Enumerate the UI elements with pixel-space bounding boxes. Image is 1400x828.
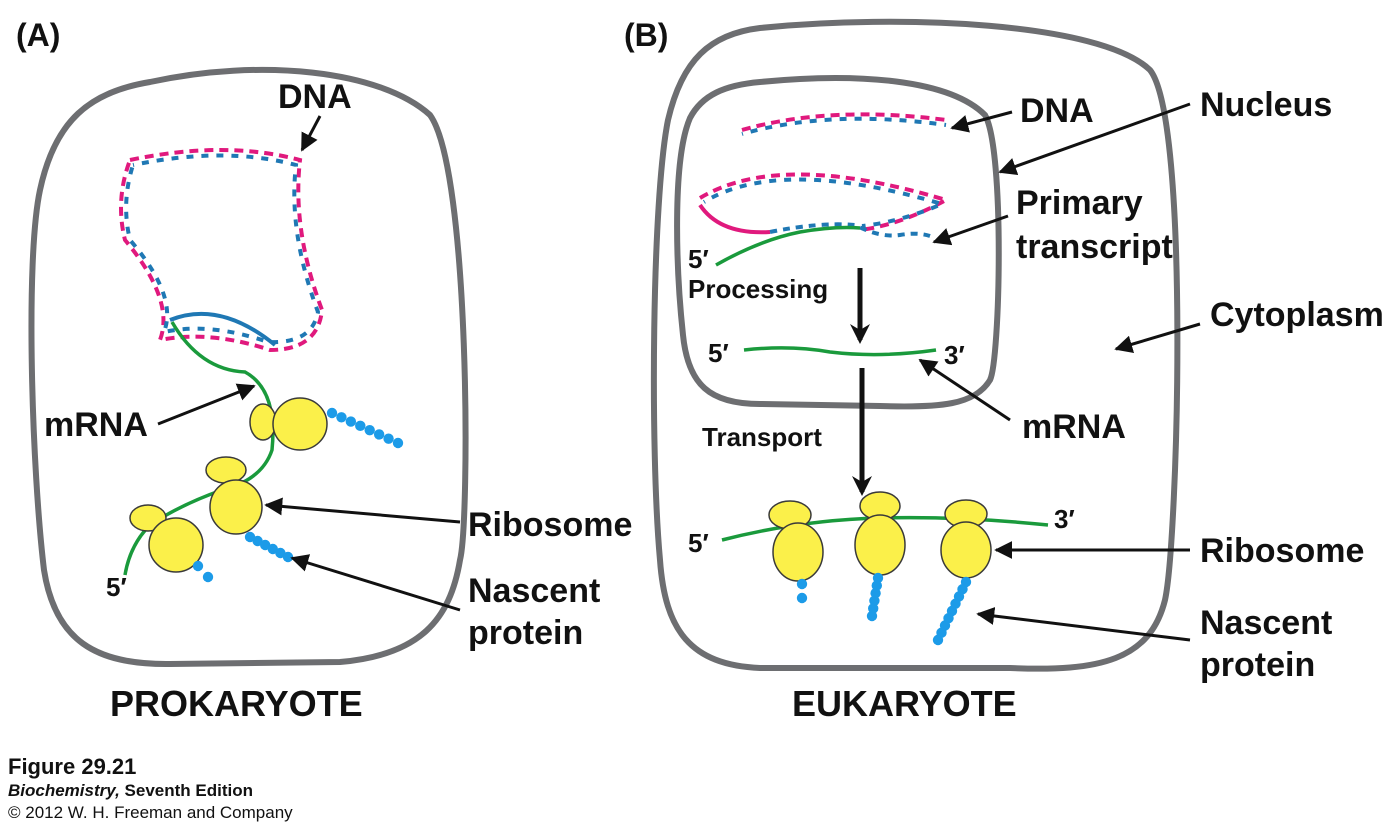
eukaryote-nascent-label-1: Nascent bbox=[1200, 604, 1332, 642]
book-citation: Biochemistry, Seventh Edition bbox=[8, 781, 253, 800]
prokaryote-ribosome-1 bbox=[249, 397, 328, 451]
prokaryote-ribosome-arrow bbox=[264, 497, 461, 524]
eukaryote-ribosome-1 bbox=[768, 500, 824, 582]
prokaryote-title: PROKARYOTE bbox=[110, 683, 363, 724]
amino-acid-bead bbox=[392, 437, 404, 449]
eukaryote-cell-membrane bbox=[650, 18, 1181, 672]
eukaryote-dna-upper-strand-b bbox=[741, 116, 947, 136]
primary-transcript-five-prime: 5′ bbox=[688, 244, 709, 274]
figure-number: Figure 29.21 bbox=[8, 754, 136, 779]
prokaryote-dna-strand-b bbox=[124, 153, 321, 345]
amino-acid-bead bbox=[373, 429, 385, 440]
eukaryote-nascent-protein-2 bbox=[866, 572, 884, 622]
primary-transcript-label-2: transcript bbox=[1016, 228, 1173, 266]
prokaryote-nascent-protein-2 bbox=[244, 531, 294, 563]
nucleus-membrane bbox=[674, 75, 1002, 410]
amino-acid-bead bbox=[202, 571, 214, 583]
prokaryote-five-prime-label: 5′ bbox=[106, 572, 127, 602]
figure-caption: Figure 29.21 Biochemistry, Seventh Editi… bbox=[8, 754, 293, 822]
prokaryote-ribosome-label: Ribosome bbox=[468, 506, 632, 544]
eukaryote-ribosome-3 bbox=[940, 499, 992, 579]
panel-a-letter: (A) bbox=[16, 17, 60, 53]
primary-transcript-arrow bbox=[932, 214, 1009, 246]
panel-b-letter: (B) bbox=[624, 17, 668, 53]
nucleus-label: Nucleus bbox=[1200, 86, 1332, 124]
eukaryote-nascent-arrow bbox=[976, 607, 1191, 642]
amino-acid-bead bbox=[336, 412, 347, 423]
amino-acid-bead bbox=[326, 407, 338, 419]
eukaryote-dna-arrow bbox=[950, 110, 1013, 133]
eukaryote-dna-mid-strand-a bbox=[698, 172, 952, 232]
eukaryote-nascent-protein-3 bbox=[932, 576, 972, 646]
prokaryote-dna-strand-a bbox=[119, 148, 325, 353]
cytoplasm-mrna-five-prime: 5′ bbox=[688, 528, 709, 558]
amino-acid-bead bbox=[796, 578, 808, 590]
prokaryote-nascent-label-1: Nascent bbox=[468, 572, 600, 610]
nuclear-mrna-three-prime: 3′ bbox=[944, 340, 965, 370]
prokaryote-mrna-label: mRNA bbox=[44, 406, 148, 444]
eukaryote-nascent-protein-1 bbox=[796, 578, 808, 604]
eukaryote-title: EUKARYOTE bbox=[792, 683, 1017, 724]
cytoplasm-mrna-three-prime: 3′ bbox=[1054, 504, 1075, 534]
prokaryote-nascent-label-2: protein bbox=[468, 614, 583, 652]
eukaryote-mrna-label: mRNA bbox=[1022, 408, 1126, 446]
eukaryote-dna-upper-strand-a bbox=[741, 112, 947, 132]
amino-acid-bead bbox=[192, 560, 204, 572]
eukaryote-mrna-arrow bbox=[918, 358, 1011, 422]
prokaryote-dna-label: DNA bbox=[278, 78, 352, 116]
cytoplasm-label: Cytoplasm bbox=[1210, 296, 1384, 334]
amino-acid-bead bbox=[345, 416, 357, 427]
primary-transcript-label-1: Primary bbox=[1016, 184, 1143, 222]
nuclear-mrna-strand bbox=[743, 346, 937, 357]
prokaryote-cell-membrane bbox=[28, 66, 469, 668]
panel-prokaryote: (A) DNA mRNA Ribosome bbox=[16, 17, 632, 724]
eukaryote-dna-mid-strand-b bbox=[702, 177, 948, 228]
eukaryote-dna-label: DNA bbox=[1020, 92, 1094, 130]
processing-label: Processing bbox=[688, 274, 828, 304]
prokaryote-mrna-arrow bbox=[157, 383, 256, 426]
prokaryote-ribosome-2 bbox=[205, 456, 263, 535]
transport-label: Transport bbox=[702, 422, 822, 452]
eukaryote-ribosome-2 bbox=[854, 491, 906, 576]
copyright-line: © 2012 W. H. Freeman and Company bbox=[8, 803, 293, 822]
amino-acid-bead bbox=[355, 420, 366, 432]
prokaryote-nascent-protein-3 bbox=[192, 560, 214, 583]
amino-acid-bead bbox=[796, 592, 808, 604]
amino-acid-bead bbox=[932, 634, 944, 646]
book-edition: Seventh Edition bbox=[120, 781, 253, 800]
amino-acid-bead bbox=[364, 424, 375, 436]
book-title: Biochemistry, bbox=[8, 781, 120, 800]
cytoplasm-arrow bbox=[1114, 322, 1201, 354]
nuclear-mrna-five-prime: 5′ bbox=[708, 338, 729, 368]
eukaryote-nascent-label-2: protein bbox=[1200, 646, 1315, 684]
eukaryote-dna-lower-strand-a bbox=[698, 203, 771, 235]
amino-acid-bead bbox=[282, 551, 294, 563]
prokaryote-nascent-protein-1 bbox=[326, 407, 404, 449]
prokaryote-dna-arrow bbox=[300, 115, 322, 152]
nucleus-arrow bbox=[998, 102, 1191, 176]
eukaryote-dna-lower-strand-b bbox=[769, 222, 931, 238]
prokaryote-transcription-bubble bbox=[169, 311, 277, 347]
eukaryote-ribosome-label: Ribosome bbox=[1200, 532, 1364, 570]
prokaryote-ribosome-3 bbox=[129, 504, 204, 573]
amino-acid-bead bbox=[383, 433, 394, 444]
prokaryote-nascent-arrow bbox=[290, 554, 461, 612]
panel-eukaryote: (B) bbox=[624, 17, 1384, 724]
amino-acid-bead bbox=[866, 610, 878, 622]
primary-transcript-strand bbox=[715, 225, 861, 267]
